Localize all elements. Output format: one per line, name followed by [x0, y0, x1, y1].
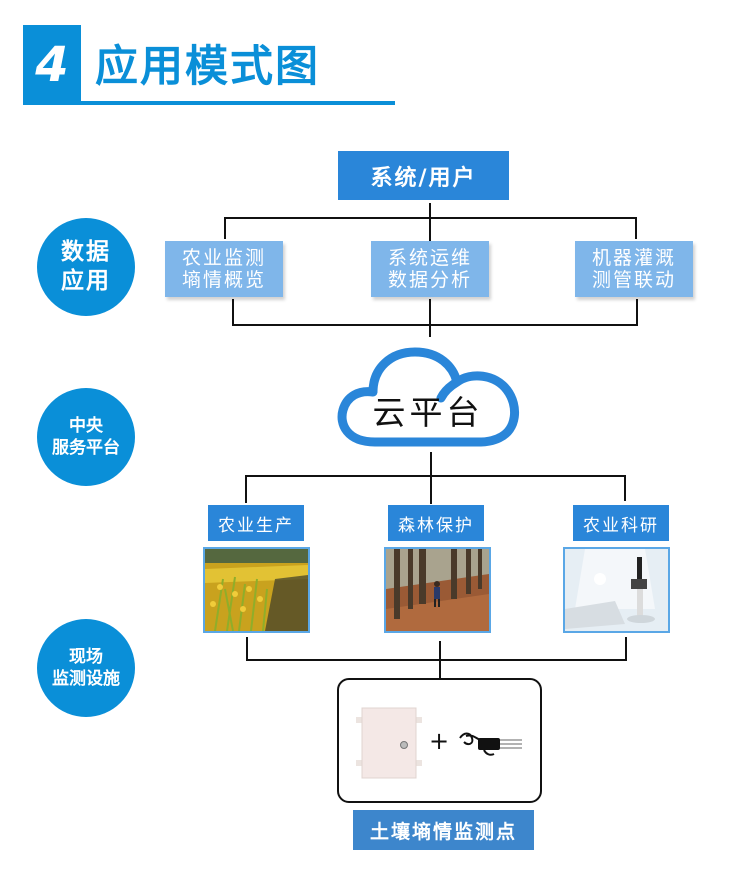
page-title: 应用模式图 — [95, 42, 320, 92]
connector-line — [429, 299, 431, 337]
side-label-line: 监测设施 — [52, 669, 120, 689]
connector-line — [625, 637, 627, 661]
data-app-line: 系统运维 — [387, 247, 472, 269]
connector-line — [430, 452, 432, 504]
data-app-box-monitoring: 农业监测 墒情概览 — [165, 241, 283, 297]
scenario-label-agri-production: 农业生产 — [208, 505, 304, 541]
section-number-badge: 4 — [23, 25, 81, 105]
side-label-line: 服务平台 — [52, 438, 120, 458]
side-label-line: 现场 — [69, 647, 103, 667]
data-app-line: 测管联动 — [591, 269, 676, 291]
connector-line — [224, 217, 226, 239]
forest-walk-photo — [384, 547, 491, 633]
top-node-system-user: 系统/用户 — [338, 151, 509, 200]
forest-image — [386, 549, 489, 631]
connector-line — [232, 324, 638, 326]
side-label-line: 中央 — [69, 416, 103, 436]
connector-line — [429, 203, 431, 243]
data-app-box-analysis: 系统运维 数据分析 — [371, 241, 489, 297]
soil-monitoring-point-text: 土壤墒情监测点 — [369, 820, 517, 843]
connector-line — [246, 637, 248, 661]
data-app-line: 农业监测 — [181, 247, 266, 269]
connector-line — [624, 475, 626, 501]
header-underline — [23, 101, 395, 105]
rice-field-photo — [203, 547, 310, 633]
data-app-line: 机器灌溉 — [591, 247, 676, 269]
connector-line — [246, 659, 627, 661]
soil-sensor-probe-icon — [459, 732, 522, 756]
connector-line — [245, 475, 247, 503]
lab-image — [565, 549, 668, 631]
side-label-central-platform: 中央 服务平台 — [37, 388, 135, 486]
connector-line — [245, 475, 626, 477]
data-app-line: 数据分析 — [387, 269, 472, 291]
connector-line — [224, 217, 637, 219]
top-node-label: 系统/用户 — [370, 165, 477, 191]
soil-monitoring-point-label: 土壤墒情监测点 — [353, 810, 534, 850]
connector-line — [636, 299, 638, 326]
connector-line — [232, 299, 234, 326]
data-app-line: 墒情概览 — [181, 269, 266, 291]
scenario-label-text: 农业科研 — [583, 515, 659, 536]
side-label-data-app: 数据 应用 — [37, 218, 135, 316]
cloud-label: 云平台 — [372, 393, 484, 432]
connector-line — [635, 217, 637, 239]
rice-field-image — [205, 549, 308, 631]
plus-sign: + — [429, 727, 450, 755]
connector-line — [439, 641, 441, 679]
enclosure-box-icon — [356, 707, 422, 779]
side-label-line: 应用 — [61, 268, 111, 294]
cloud-icon — [337, 347, 519, 447]
scenario-label-forest-protection: 森林保护 — [388, 505, 484, 541]
scenario-label-agri-research: 农业科研 — [573, 505, 669, 541]
scenario-label-text: 农业生产 — [218, 515, 294, 536]
section-number: 4 — [35, 37, 69, 93]
data-app-box-irrigation: 机器灌溉 测管联动 — [575, 241, 693, 297]
scenario-label-text: 森林保护 — [398, 515, 474, 536]
side-label-line: 数据 — [61, 239, 111, 265]
lab-microscope-photo — [563, 547, 670, 633]
side-label-field-facilities: 现场 监测设施 — [37, 619, 135, 717]
